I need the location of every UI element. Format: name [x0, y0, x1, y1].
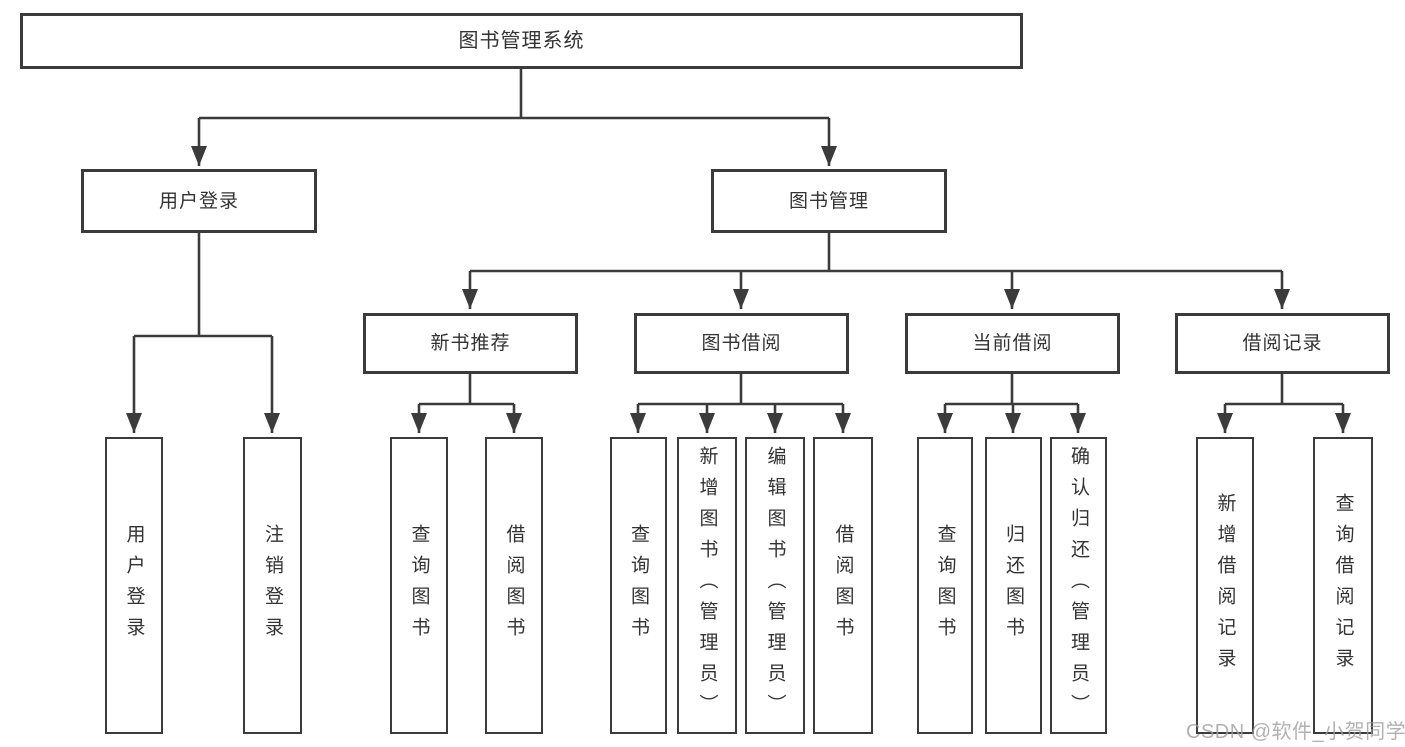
leaf-label: 确认归还（管理员）: [1068, 446, 1089, 725]
node-add-borrow-record: 新增借阅记录: [1196, 437, 1254, 734]
watermark-text: CSDN @软件_小贺同学: [1186, 721, 1405, 743]
node-query-borrow-record: 查询借阅记录: [1313, 437, 1373, 734]
node-add-book-admin: 新增图书（管理员）: [677, 437, 737, 734]
leaf-label: 用户登录: [123, 523, 145, 648]
leaf-label: 借阅图书: [503, 523, 525, 648]
node-borrow-books-borrowing: 借阅图书: [813, 437, 873, 734]
leaf-label: 查询图书: [408, 523, 430, 648]
node-root: 图书管理系统: [20, 13, 1023, 69]
node-edit-book-admin: 编辑图书（管理员）: [745, 437, 805, 734]
leaf-label: 查询图书: [628, 523, 649, 648]
leaf-label: 查询图书: [934, 523, 956, 648]
node-user-login-leaf: 用户登录: [105, 437, 163, 734]
node-user-login: 用户登录: [81, 169, 317, 233]
leaf-label: 编辑图书（管理员）: [764, 446, 786, 725]
node-borrow-records-label: 借阅记录: [1242, 333, 1323, 354]
node-book-management: 图书管理: [711, 169, 947, 233]
node-query-books-borrowing: 查询图书: [610, 437, 667, 734]
node-borrow-books-recommend: 借阅图书: [485, 437, 543, 734]
node-current-borrowing: 当前借阅: [905, 313, 1120, 374]
leaf-label: 新增图书（管理员）: [696, 446, 718, 725]
node-root-label: 图书管理系统: [458, 30, 585, 52]
node-logout: 注销登录: [243, 437, 302, 734]
node-borrow-records: 借阅记录: [1175, 313, 1390, 374]
leaf-label: 新增借阅记录: [1214, 492, 1236, 679]
node-query-books-current: 查询图书: [917, 437, 973, 734]
leaf-label: 借阅图书: [832, 523, 854, 648]
leaf-label: 归还图书: [1003, 523, 1024, 648]
connector-group: [126, 69, 1351, 433]
node-query-books-recommend: 查询图书: [390, 437, 448, 734]
leaf-label: 查询借阅记录: [1332, 492, 1354, 679]
node-user-login-label: 用户登录: [158, 190, 239, 212]
node-book-borrowing-label: 图书借阅: [701, 333, 782, 354]
node-book-borrowing: 图书借阅: [634, 313, 849, 374]
node-return-book: 归还图书: [985, 437, 1042, 734]
leaf-label: 注销登录: [262, 523, 283, 648]
node-current-borrowing-label: 当前借阅: [972, 333, 1053, 354]
node-new-book-recommend-label: 新书推荐: [430, 333, 511, 354]
node-confirm-return-admin: 确认归还（管理员）: [1050, 437, 1107, 734]
node-book-management-label: 图书管理: [788, 190, 869, 212]
node-new-book-recommend: 新书推荐: [363, 313, 578, 374]
